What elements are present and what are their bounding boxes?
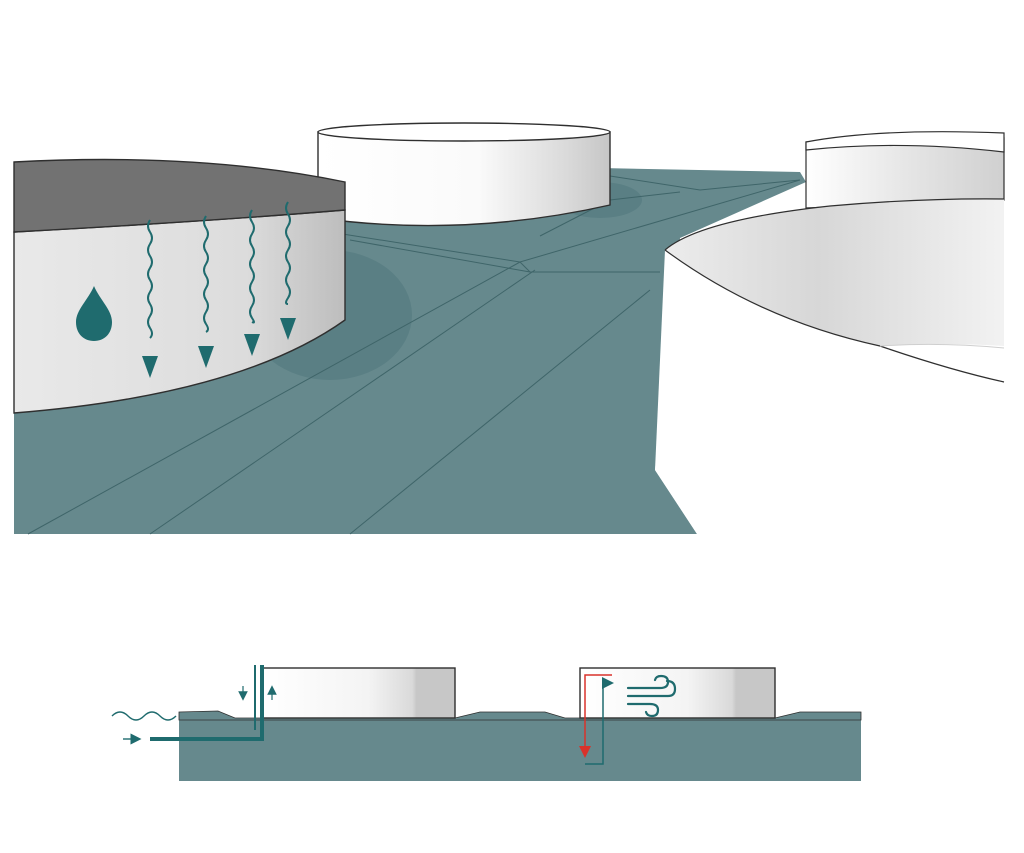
air-flow-arrow-icon (585, 677, 614, 765)
wind-icon (626, 674, 677, 718)
seepage-arrow-head (244, 334, 260, 356)
section-tank-left (261, 667, 456, 719)
water-drop-icon (76, 286, 112, 341)
section-tank-right (579, 667, 776, 719)
storage-tank-back (317, 122, 611, 227)
seepage-arrow-head (198, 346, 214, 368)
storage-tank-front-right (655, 198, 1005, 534)
ground-section (179, 718, 861, 781)
perspective-view (13, 122, 1005, 535)
seepage-arrow-icon (285, 201, 291, 305)
section-view (111, 665, 862, 781)
storage-tank-left (13, 158, 346, 414)
ground-seams (27, 175, 801, 535)
storage-tank-far-right (805, 131, 1005, 209)
seepage-arrow-icon (249, 209, 255, 324)
seepage-arrow-head (280, 318, 296, 340)
seepage-arrow-icon (147, 219, 153, 339)
drain-pipe (150, 665, 264, 741)
seepage-arrows (147, 201, 291, 339)
air-flow-arrow-icon (579, 674, 612, 758)
seepage-arrow-icon (203, 215, 209, 333)
water-wave-icon (111, 711, 177, 721)
seepage-arrow-head (142, 356, 158, 378)
